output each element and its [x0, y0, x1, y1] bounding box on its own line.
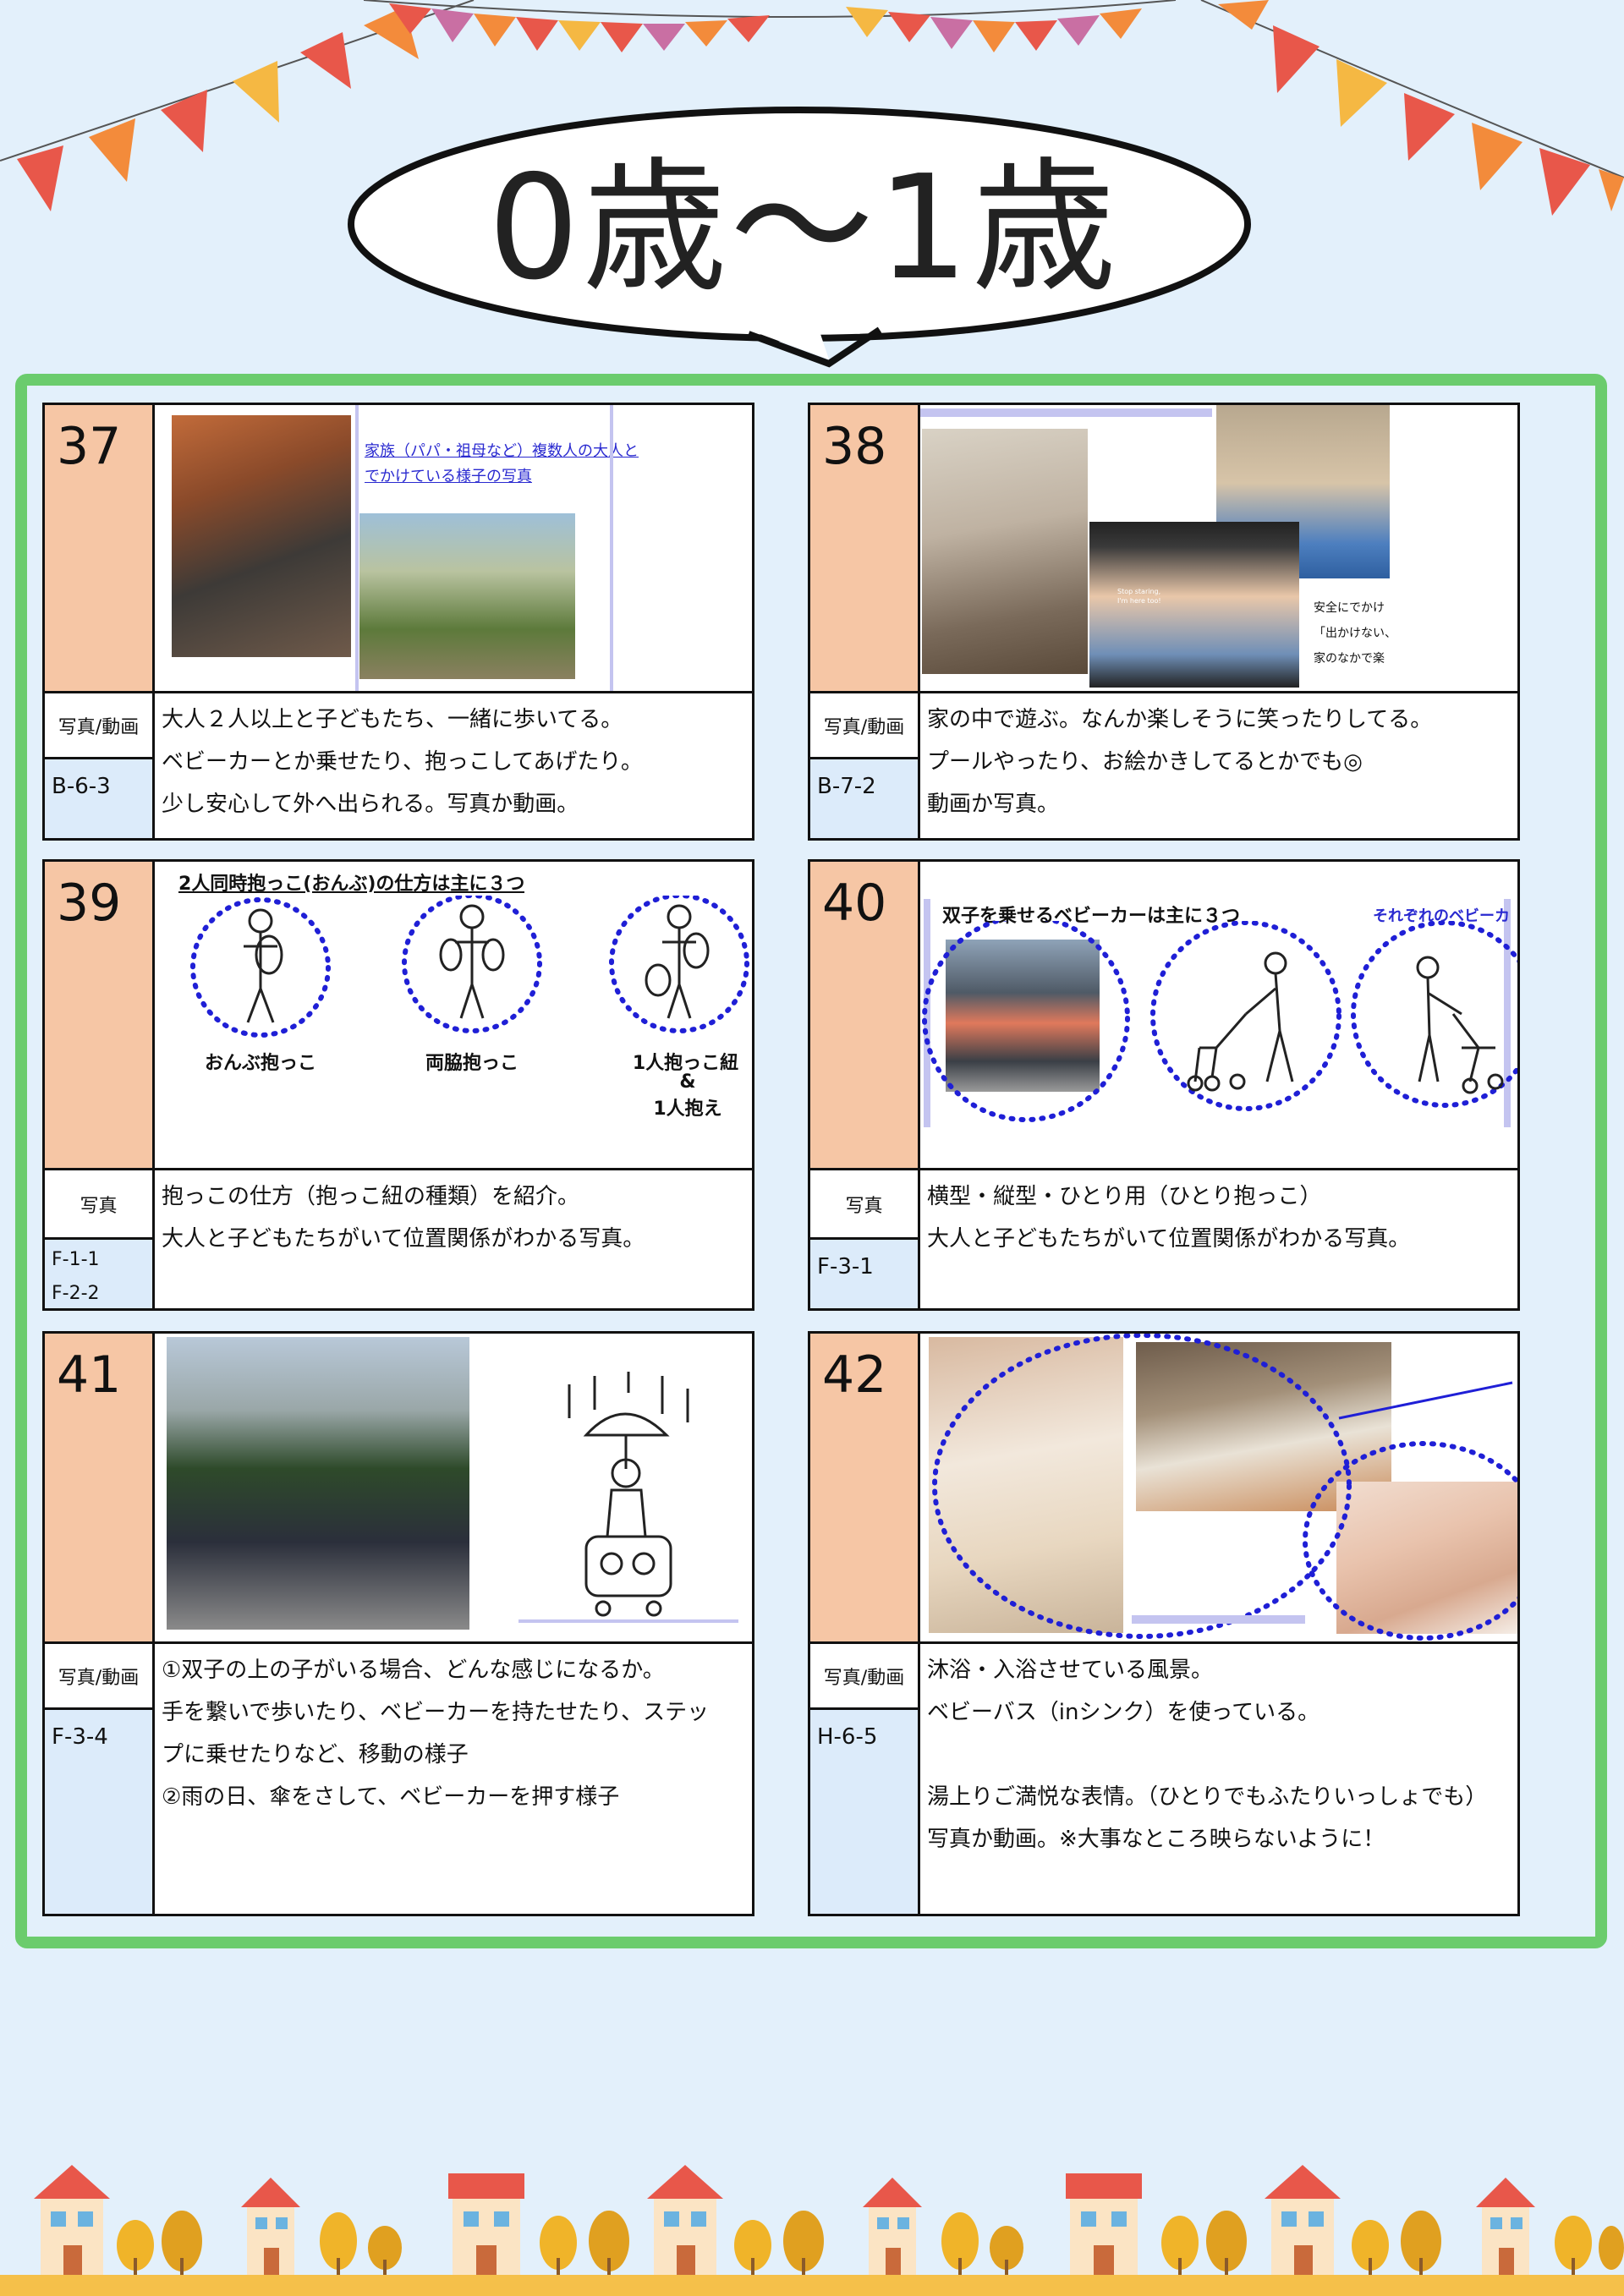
card-image-area	[920, 1334, 1517, 1641]
card-image-area: 家族（パパ・祖母など）複数人の大人と でかけている様子の写真	[155, 405, 752, 691]
image-note: 安全にでかけ 「出かけない、 家のなかで楽	[1314, 601, 1396, 666]
card-41: 41 写真/動画 F-3-4 ①双子の上の子がいる場合、どんな感じになるか。 手…	[42, 1331, 754, 1916]
card-description: 大人２人以上と子どもたち、一緒に歩いてる。 ベビーカーとか乗せたり、抱っこしてあ…	[155, 691, 752, 838]
card-number-cell: 39	[45, 862, 155, 1168]
media-type-label: 写真	[810, 1170, 918, 1240]
media-type-label: 写真/動画	[810, 1644, 918, 1710]
card-number-cell: 42	[810, 1334, 920, 1641]
image-heading: 双子を乗せるベビーカーは主に３つ	[942, 906, 1241, 927]
carry-caption-one-held: 1人抱え	[653, 1099, 722, 1120]
photo-family-walking	[172, 415, 351, 657]
selection-line	[1504, 899, 1511, 1127]
card-description: 横型・縦型・ひとり用（ひとり抱っこ） 大人と子どもたちがいて位置関係がわかる写真…	[920, 1168, 1517, 1308]
card-description: 抱っこの仕方（抱っこ紐の種類）を紹介。 大人と子どもたちがいて位置関係がわかる写…	[155, 1168, 752, 1308]
card-info-column: 写真/動画 B-6-3	[45, 691, 155, 838]
item-code: B-6-3	[52, 774, 111, 799]
card-info-column: 写真/動画 B-7-2	[810, 691, 920, 838]
card-number-cell: 40	[810, 862, 920, 1168]
card-38: 38 Stop staring, I'm here too! 安全にでかけ 「出…	[808, 403, 1520, 841]
carry-caption-one-sling: 1人抱っこ紐	[632, 1053, 739, 1074]
media-type-label: 写真/動画	[45, 1644, 152, 1710]
card-description: 家の中で遊ぶ。なんか楽しそうに笑ったりしてる。 プールやったり、お絵かきしてると…	[920, 691, 1517, 838]
card-description: 沐浴・入浴させている風景。 ベビーバス（inシンク）を使っている。 湯上りご満悦…	[920, 1641, 1517, 1914]
selection-line	[924, 899, 930, 1127]
card-description: ①双子の上の子がいる場合、どんな感じになるか。 手を繋いで歩いたり、ベビーカーを…	[155, 1641, 752, 1914]
selection-line	[355, 405, 359, 691]
item-code: H-6-5	[817, 1724, 878, 1750]
selection-line	[920, 408, 1212, 417]
photo-happy-baby	[1336, 1482, 1517, 1634]
rain-umbrella-stroller-illustration	[518, 1372, 738, 1623]
image-note: それぞれのベビーカーの写	[1373, 907, 1508, 925]
photo-laughing-babies	[1089, 522, 1299, 688]
carry-caption-ampersand: &	[679, 1071, 696, 1093]
card-number-cell: 38	[810, 405, 920, 691]
card-number-cell: 37	[45, 405, 155, 691]
card-number: 41	[57, 1345, 122, 1405]
card-number: 37	[57, 417, 122, 476]
item-code: B-7-2	[817, 774, 876, 799]
item-code: F-2-2	[52, 1283, 100, 1304]
media-type-label: 写真/動画	[810, 693, 918, 759]
card-40: 40 双子を乗せるベビーカーは主に３つ それぞれのベビーカーの写 写真 F-3-…	[808, 859, 1520, 1311]
photo-baby-bath	[929, 1337, 1123, 1633]
card-number: 39	[57, 874, 122, 933]
card-image-area: 2人同時抱っこ(おんぶ)の仕方は主に３つ おんぶ抱っこ 両脇抱っこ 1人抱っこ紐…	[155, 862, 752, 1168]
card-number: 40	[822, 874, 887, 933]
image-heading: 2人同時抱っこ(おんぶ)の仕方は主に３つ	[178, 874, 525, 895]
carry-styles-illustration	[190, 896, 749, 1038]
card-42: 42 写真/動画 H-6-5 沐浴・入浴させている風景。 ベビーバス（inシンク…	[808, 1331, 1520, 1916]
card-info-column: 写真 F-3-1	[810, 1168, 920, 1308]
carry-caption-piggyback: おんぶ抱っこ	[204, 1053, 316, 1074]
photo-park-walk	[359, 513, 575, 679]
stroller-illustrations	[922, 921, 1517, 1122]
item-code: F-3-1	[817, 1254, 874, 1280]
card-number-cell: 41	[45, 1334, 155, 1641]
card-info-column: 写真/動画 H-6-5	[810, 1641, 920, 1914]
card-image-area: 双子を乗せるベビーカーは主に３つ それぞれのベビーカーの写	[920, 862, 1517, 1168]
carry-caption-both-arms: 両脇抱っこ	[425, 1053, 518, 1074]
bunting-decoration	[0, 0, 1624, 216]
bath-highlight-circles	[932, 1334, 1517, 1641]
bib-text: Stop staring, I'm here too!	[1117, 588, 1161, 605]
item-code: F-3-4	[52, 1724, 108, 1750]
photo-kids-indoor	[922, 429, 1088, 674]
image-note: 家族（パパ・祖母など）複数人の大人と でかけている様子の写真	[365, 442, 639, 485]
item-code: F-1-1	[52, 1249, 100, 1270]
media-type-label: 写真	[45, 1170, 152, 1240]
photo-double-stroller	[946, 940, 1100, 1092]
card-number: 38	[822, 417, 887, 476]
photo-family-with-stroller	[167, 1337, 469, 1630]
selection-line	[610, 405, 613, 691]
card-39: 39 2人同時抱っこ(おんぶ)の仕方は主に３つ おんぶ抱っこ 両脇抱っこ 1人抱…	[42, 859, 754, 1311]
card-image-area: Stop staring, I'm here too! 安全にでかけ 「出かけな…	[920, 405, 1517, 691]
page-title: 0歳～1歳	[487, 145, 1120, 312]
title-speech-bubble	[348, 107, 1251, 368]
town-border-decoration	[0, 2165, 1624, 2296]
card-number: 42	[822, 1345, 887, 1405]
card-info-column: 写真/動画 F-3-4	[45, 1641, 155, 1914]
card-info-column: 写真 F-1-1 F-2-2	[45, 1168, 155, 1308]
card-37: 37 家族（パパ・祖母など）複数人の大人と でかけている様子の写真 写真/動画 …	[42, 403, 754, 841]
card-image-area	[155, 1334, 752, 1641]
media-type-label: 写真/動画	[45, 693, 152, 759]
